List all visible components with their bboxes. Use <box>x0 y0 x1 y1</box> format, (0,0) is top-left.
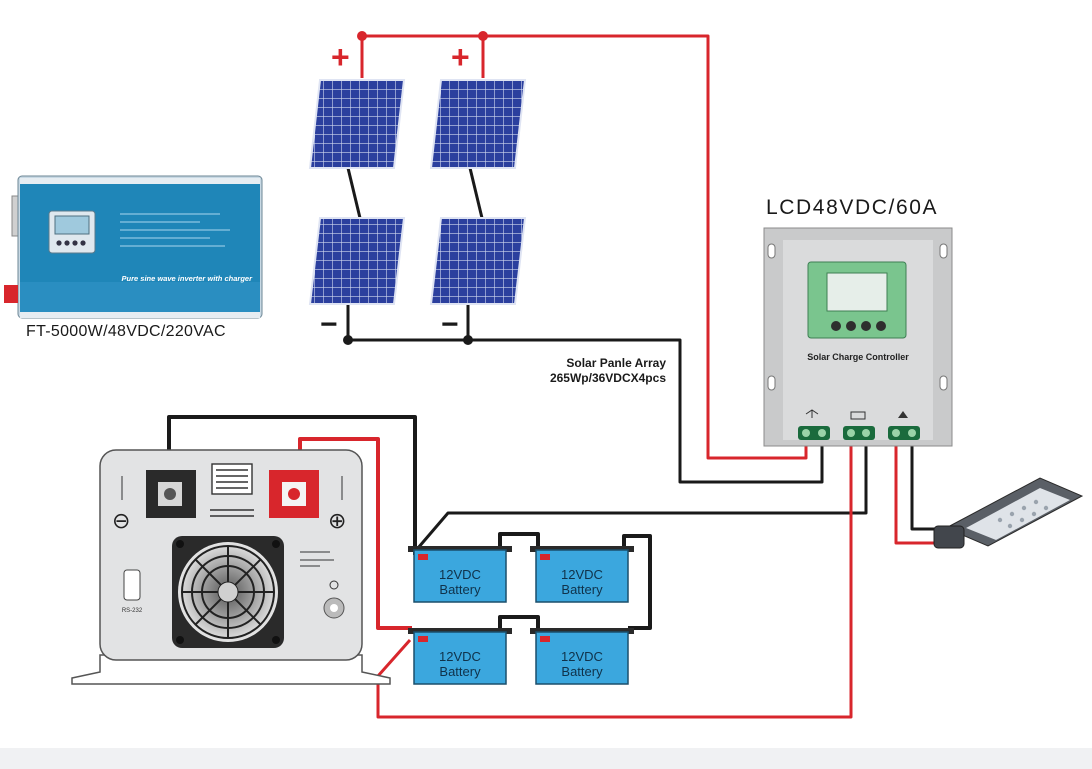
ground-terminal <box>323 580 345 619</box>
panel-negative-sign: − <box>441 308 459 341</box>
junction-dot <box>343 335 353 345</box>
inverter-negative-terminal <box>146 470 196 518</box>
solar-terminal-icon <box>805 409 819 418</box>
battery-type-label: Battery <box>439 664 481 679</box>
side-labels <box>121 476 343 567</box>
battery-voltage-label: 12VDC <box>439 649 481 664</box>
inverter-plus-symbol: ⊕ <box>328 509 346 534</box>
junction-dot <box>357 31 367 41</box>
solar-array-label: Solar Panle Array 265Wp/36VDCX4pcs <box>506 356 666 386</box>
inverter-model-label: FT-5000W/48VDC/220VAC <box>26 323 226 340</box>
junction-dot <box>478 31 488 41</box>
load-terminal-icon <box>898 411 908 418</box>
controller-battery-positive <box>376 432 853 719</box>
battery-type-label: Battery <box>561 664 603 679</box>
controller-model-label: LCD48VDC/60A <box>766 196 939 219</box>
pv-positive-wire <box>360 34 808 460</box>
controller-lcd-panel <box>807 261 907 339</box>
led-street-light-icon <box>933 477 1084 549</box>
inverter-back: ⊖ ⊕ RS-232 <box>71 449 391 685</box>
solar-panel <box>308 217 406 305</box>
battery-bank: 12VDCBattery12VDCBattery12VDCBattery12VD… <box>408 546 634 685</box>
battery-link-bottom <box>498 615 540 632</box>
pv-negative-wire <box>346 305 824 484</box>
rs232-port: RS-232 <box>122 569 143 614</box>
junction-dot <box>463 335 473 345</box>
controller-panel-text: Solar Charge Controller <box>807 352 909 362</box>
battery-link-top <box>498 532 540 550</box>
inverter-positive-terminal <box>269 470 319 518</box>
solar-panel <box>429 217 527 305</box>
solar-array-label-line1: Solar Panle Array <box>566 356 666 370</box>
rs232-port-label: RS-232 <box>122 608 143 614</box>
battery-voltage-label: 12VDC <box>561 649 603 664</box>
inverter-front: Pure sine wave inverter with charger <box>4 175 263 319</box>
battery-terminal-icon <box>850 411 866 420</box>
panel-link-1 <box>346 167 362 219</box>
controller-battery-negative <box>416 432 868 549</box>
cooling-fan-icon <box>172 536 284 648</box>
junction-dots <box>343 31 488 345</box>
mounting-slot <box>767 243 948 391</box>
battery-type-label: Battery <box>439 582 481 597</box>
battery-voltage-label: 12VDC <box>561 567 603 582</box>
inverter-minus-symbol: ⊖ <box>112 509 130 534</box>
inverter-banner-text: Pure sine wave inverter with charger <box>122 274 254 283</box>
footer-band <box>0 748 1092 769</box>
load-red-wire <box>894 432 948 545</box>
panel-link-2 <box>468 167 484 219</box>
solar-array-label-line2: 265Wp/36VDCX4pcs <box>549 371 666 385</box>
wires <box>167 34 950 719</box>
panel-negative-sign: − <box>320 308 338 341</box>
charge-controller: Solar Charge Controller <box>763 227 953 447</box>
solar-panel-array: + + − − <box>308 39 527 341</box>
battery-link-right <box>622 534 652 630</box>
solar-panel <box>308 79 406 169</box>
battery-voltage-label: 12VDC <box>439 567 481 582</box>
controller-terminal-block <box>798 409 920 440</box>
load-black-wire <box>910 432 950 531</box>
battery-type-label: Battery <box>561 582 603 597</box>
solar-panel <box>429 79 527 169</box>
panel-positive-sign: + <box>451 39 470 75</box>
warning-label <box>210 463 254 517</box>
inverter-display <box>48 210 96 254</box>
panel-positive-sign: + <box>331 39 350 75</box>
